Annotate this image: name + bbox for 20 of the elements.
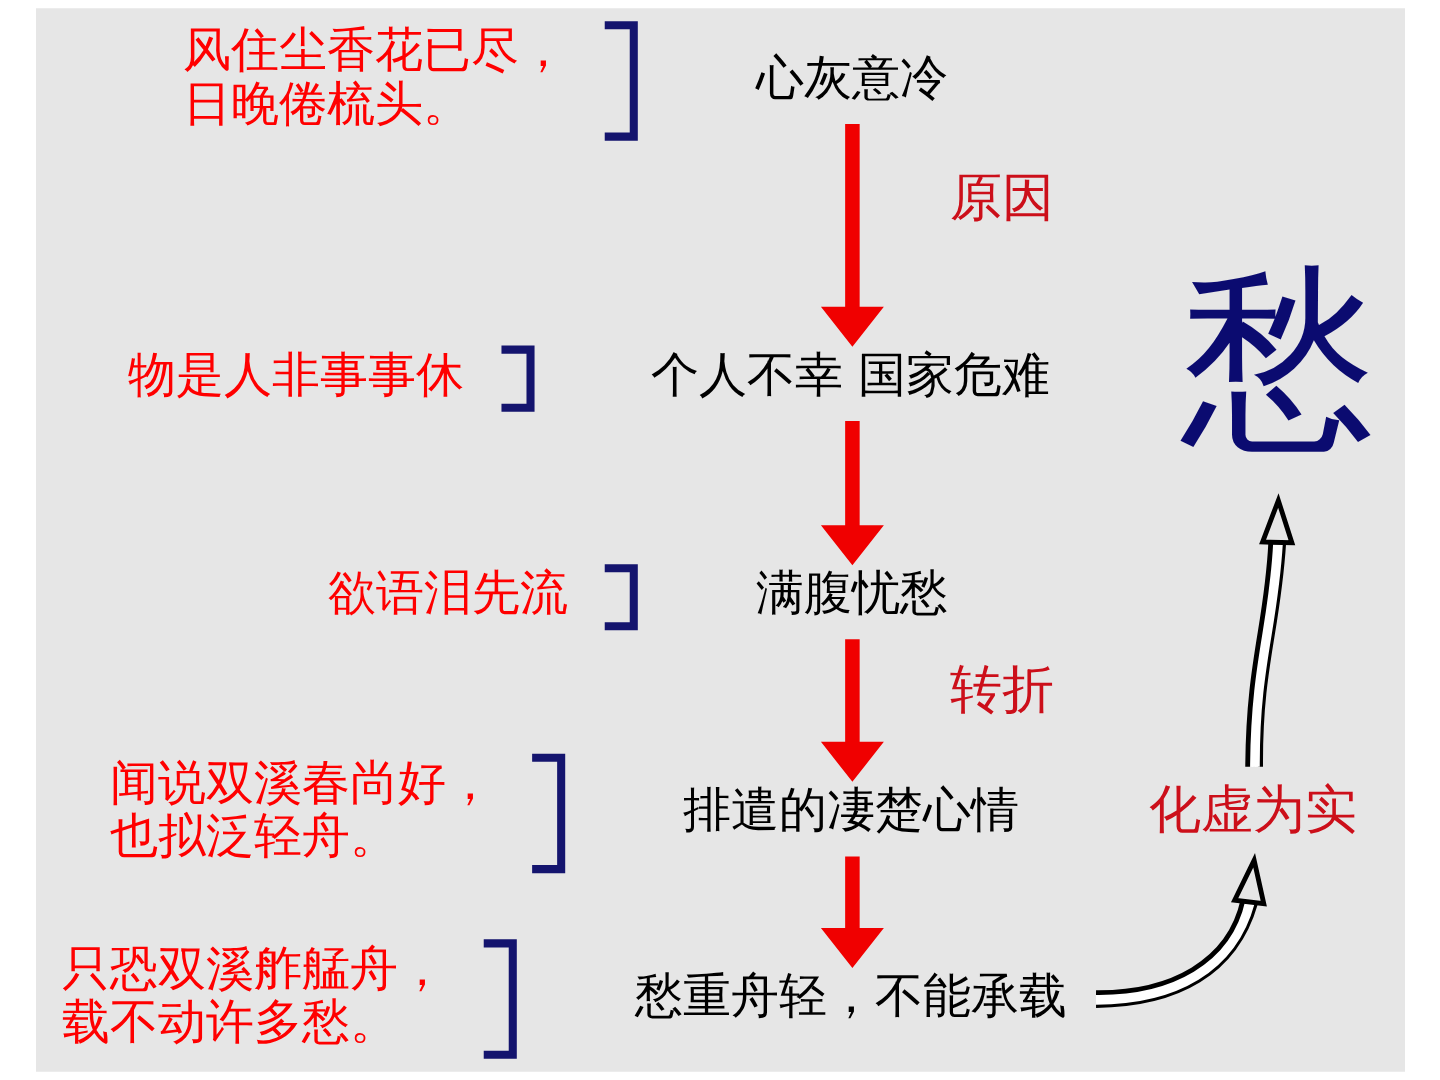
edge-label: 转折 [949, 659, 1054, 720]
node-text: 愁重舟轻，不能承载 [634, 966, 1067, 1023]
arrow [820, 421, 884, 566]
node-text: 个人不幸 国家危难 [650, 345, 1050, 402]
arrow [820, 639, 884, 782]
node-text: 心灰意冷 [755, 48, 948, 105]
node-text: 愁 [1181, 246, 1376, 473]
arrow [820, 124, 884, 347]
node-text: 化虚为实 [1148, 779, 1357, 840]
arrow [1095, 853, 1267, 1008]
arrow [820, 856, 884, 968]
node-text: 排遣的凄楚心情 [682, 781, 1019, 838]
node-text: 满腹忧愁 [755, 564, 948, 621]
node-text: 闻说双溪春尚好，也拟泛轻舟。 [109, 753, 494, 864]
node-text: 欲语泪先流 [327, 564, 568, 621]
node-text: 物是人非事事休 [127, 345, 464, 402]
node-text: 风住尘香花已尽，日晚倦梳头。 [182, 21, 567, 131]
edge-label: 原因 [949, 167, 1054, 228]
arrow [1244, 493, 1295, 767]
node-text: 只恐双溪舴艋舟，载不动许多愁。 [61, 939, 446, 1049]
